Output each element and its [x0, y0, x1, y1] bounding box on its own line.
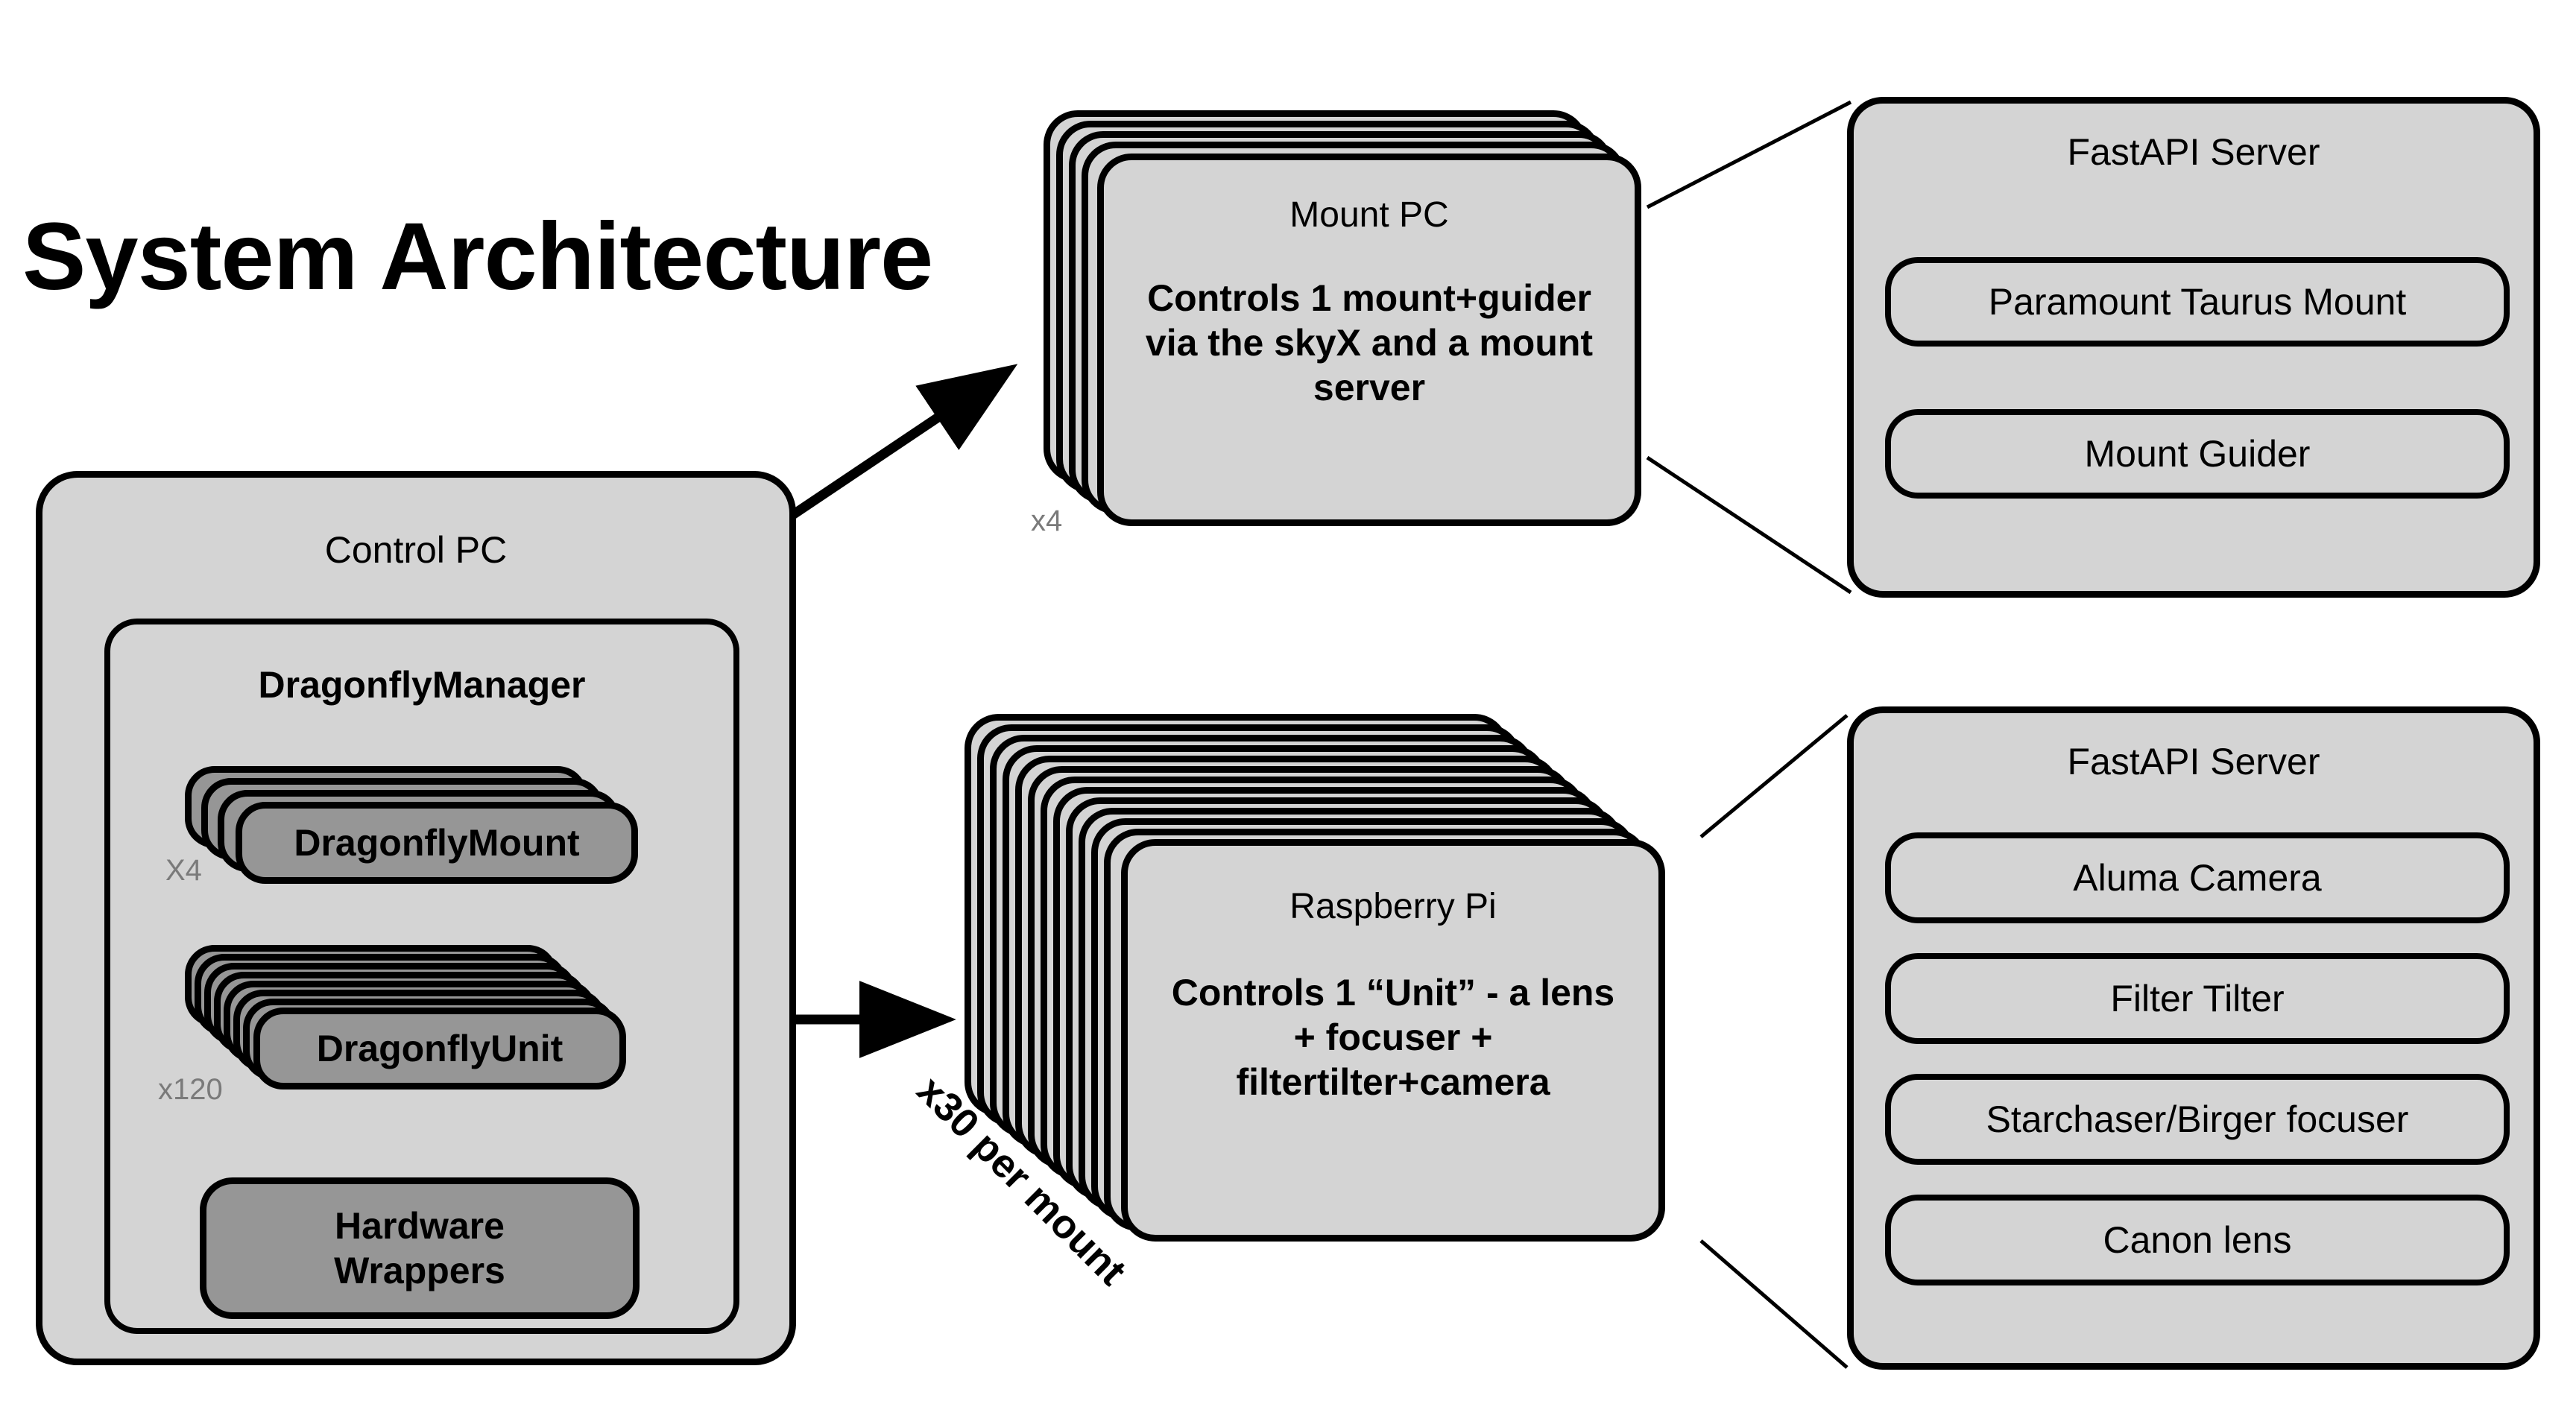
- server-item-starchaser-birger-focuser[interactable]: Starchaser/Birger focuser: [1885, 1074, 2510, 1165]
- hardware-wrappers-node[interactable]: Hardware Wrappers: [200, 1177, 640, 1319]
- raspberry-pi-stack[interactable]: Raspberry Pi Controls 1 “Unit” - a lens …: [965, 714, 1710, 1288]
- server-item-mount-guider[interactable]: Mount Guider: [1885, 409, 2510, 499]
- control-pc-label: Control PC: [324, 529, 508, 571]
- dragonflyunit-node[interactable]: DragonflyUnit: [253, 1008, 626, 1090]
- mount-fastapi-server-title: FastAPI Server: [2067, 131, 2320, 173]
- mount-pc-stack[interactable]: Mount PC Controls 1 mount+guider via the…: [1044, 110, 1662, 572]
- unit-fastapi-server-panel[interactable]: FastAPI Server Aluma Camera Filter Tilte…: [1847, 706, 2540, 1370]
- dragonflymount-stack[interactable]: DragonflyMount: [185, 766, 677, 900]
- unit-fastapi-server-title: FastAPI Server: [2067, 741, 2320, 782]
- connector-mountpc-server-bottom: [1646, 455, 1852, 595]
- raspberry-pi-node[interactable]: Raspberry Pi Controls 1 “Unit” - a lens …: [1121, 839, 1665, 1242]
- dragonflymount-count-label: X4: [165, 854, 202, 887]
- mount-pc-desc-line3: server: [1313, 367, 1426, 408]
- connector-pi-server-bottom: [1699, 1239, 1849, 1369]
- dragonflymount-node[interactable]: DragonflyMount: [236, 802, 638, 884]
- mount-pc-node[interactable]: Mount PC Controls 1 mount+guider via the…: [1097, 154, 1641, 526]
- server-item-canon-lens[interactable]: Canon lens: [1885, 1195, 2510, 1285]
- server-item-label: Starchaser/Birger focuser: [1986, 1098, 2409, 1140]
- mount-pc-desc-line2: via the skyX and a mount: [1145, 322, 1594, 364]
- dragonflyunit-count-label: x120: [158, 1073, 223, 1106]
- dragonfly-manager-label: DragonflyManager: [258, 664, 586, 706]
- server-item-paramount-taurus-mount[interactable]: Paramount Taurus Mount: [1885, 257, 2510, 347]
- raspberry-pi-title: Raspberry Pi: [1289, 887, 1497, 926]
- connector-mountpc-server-top: [1646, 100, 1852, 209]
- server-item-label: Paramount Taurus Mount: [1988, 281, 2407, 323]
- dragonflymount-label: DragonflyMount: [294, 822, 580, 864]
- connector-pi-server-top: [1699, 714, 1849, 838]
- page-title: System Architecture: [22, 203, 933, 310]
- server-item-aluma-camera[interactable]: Aluma Camera: [1885, 832, 2510, 923]
- raspberry-pi-desc-line3: filtertilter+camera: [1236, 1061, 1550, 1103]
- dragonflyunit-label: DragonflyUnit: [316, 1028, 564, 1069]
- mount-pc-desc-line1: Controls 1 mount+guider: [1147, 277, 1591, 319]
- raspberry-pi-desc-line1: Controls 1 “Unit” - a lens: [1171, 972, 1615, 1013]
- mount-fastapi-server-panel[interactable]: FastAPI Server Paramount Taurus Mount Mo…: [1847, 97, 2540, 598]
- hardware-wrappers-label-line2: Wrappers: [334, 1250, 505, 1291]
- mount-pc-count-label: x4: [1031, 505, 1063, 537]
- server-item-label: Mount Guider: [2084, 433, 2311, 475]
- mount-pc-title: Mount PC: [1289, 195, 1449, 235]
- server-item-label: Filter Tilter: [2110, 978, 2285, 1019]
- server-item-filter-tilter[interactable]: Filter Tilter: [1885, 953, 2510, 1044]
- server-item-label: Canon lens: [2103, 1219, 2292, 1261]
- hardware-wrappers-label-line1: Hardware: [335, 1205, 505, 1247]
- server-item-label: Aluma Camera: [2073, 857, 2322, 899]
- raspberry-pi-desc-line2: + focuser +: [1293, 1016, 1493, 1058]
- dragonflyunit-stack[interactable]: DragonflyUnit: [185, 945, 692, 1116]
